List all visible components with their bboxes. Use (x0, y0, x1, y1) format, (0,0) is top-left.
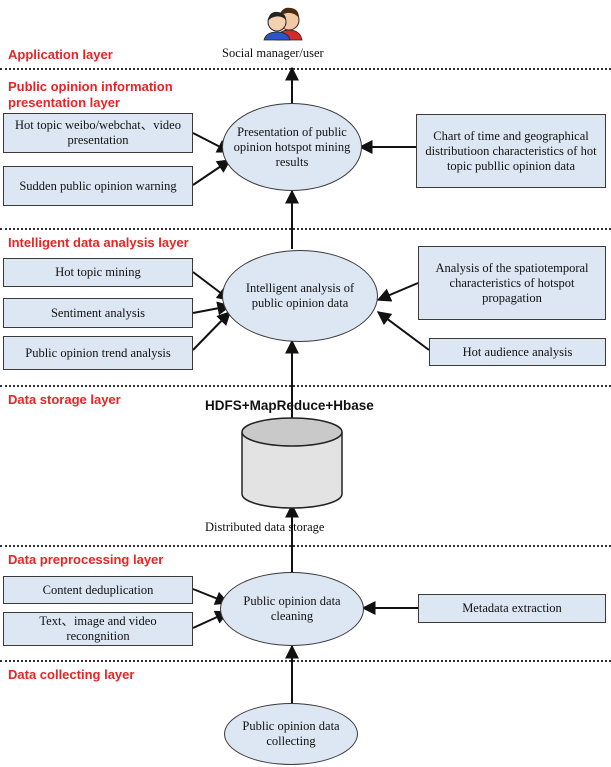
layer-separator (0, 228, 611, 230)
hot-audience-box: Hot audience analysis (429, 338, 606, 366)
trend-analysis-box: Public opinion trend analysis (3, 336, 193, 370)
hot-topic-mining-box: Hot topic mining (3, 258, 193, 287)
intelligent-analysis-ellipse: Intelligent analysis of public opinion d… (222, 250, 378, 342)
data-cleaning-ellipse: Public opinion data cleaning (220, 572, 364, 646)
sentiment-analysis-box: Sentiment analysis (3, 298, 193, 328)
sudden-warning-box: Sudden public opinion warning (3, 166, 193, 206)
layer-separator (0, 545, 611, 547)
layer-title-analysis: Intelligent data analysis layer (8, 235, 189, 250)
layer-title-preprocessing: Data preprocessing layer (8, 552, 164, 567)
layer-title-storage: Data storage layer (8, 392, 121, 407)
database-cylinder-icon (241, 417, 343, 509)
storage-tech-label: HDFS+MapReduce+Hbase (205, 398, 374, 413)
layer-title-application: Application layer (8, 47, 113, 62)
hot-topic-presentation-box: Hot topic weibo/webchat、video presentati… (3, 113, 193, 153)
layer-title-presentation: Public opinion information presentation … (8, 79, 173, 110)
recognition-box: Text、image and video recongnition (3, 612, 193, 646)
presentation-ellipse: Presentation of public opinion hotspot m… (222, 103, 362, 191)
storage-label: Distributed data storage (205, 520, 325, 534)
layer-separator (0, 385, 611, 387)
spatiotemporal-analysis-box: Analysis of the spatiotemporal character… (418, 246, 606, 320)
deduplication-box: Content deduplication (3, 576, 193, 604)
metadata-extraction-box: Metadata extraction (418, 594, 606, 623)
chart-distribution-box: Chart of time and geographical distribut… (416, 114, 606, 188)
layer-separator (0, 660, 611, 662)
layer-separator (0, 68, 611, 70)
user-label: Social manager/user (222, 46, 324, 60)
data-collecting-ellipse: Public opinion data collecting (224, 703, 358, 765)
layer-title-collecting: Data collecting layer (8, 667, 135, 682)
users-icon (263, 7, 303, 41)
